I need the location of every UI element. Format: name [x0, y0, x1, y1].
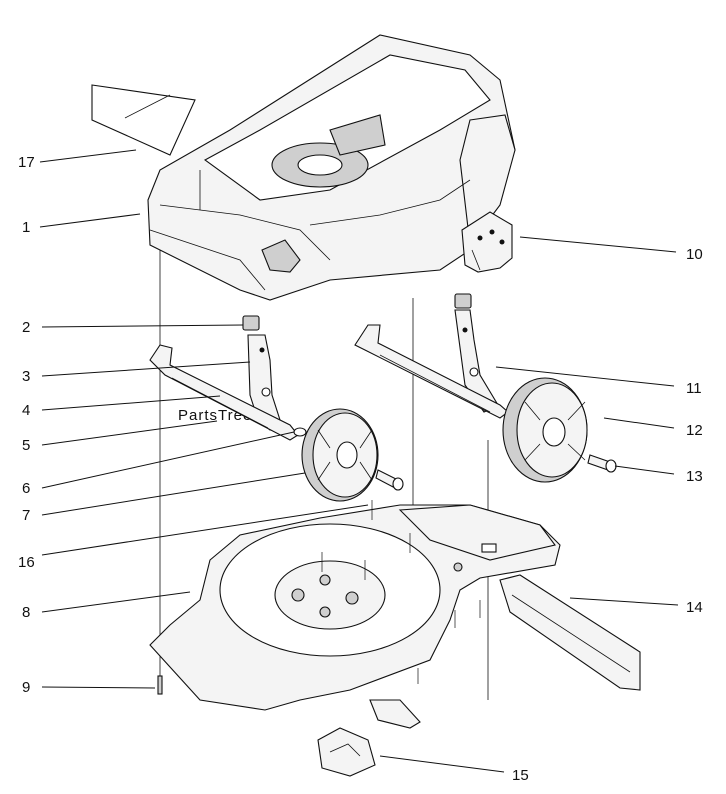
upper-housing-part: [147, 34, 516, 301]
adjust-knob-left: [242, 315, 260, 331]
callout-3: 3: [22, 368, 30, 385]
discharge-chute-part: [317, 699, 421, 777]
callout-16: 16: [18, 554, 35, 571]
callout-8: 8: [22, 604, 30, 621]
left-axle-part: [149, 344, 299, 441]
right-wheel-part: [502, 377, 588, 483]
callout-2: 2: [22, 319, 30, 336]
callout-4: 4: [22, 402, 30, 419]
right-wheel-bolt-part: [587, 454, 617, 473]
callout-9: 9: [22, 679, 30, 696]
deck-bolt-part: [157, 675, 163, 695]
baffle-part: [499, 574, 641, 691]
callout-14: 14: [686, 599, 703, 616]
callout-7: 7: [22, 507, 30, 524]
adjust-knob-right: [454, 293, 472, 309]
decal-part: [91, 84, 196, 156]
callout-1: 1: [22, 219, 30, 236]
callout-17: 17: [18, 154, 35, 171]
callout-10: 10: [686, 246, 703, 263]
leader-lines: [39, 149, 679, 773]
mower-deck-part: [149, 504, 561, 711]
callout-6: 6: [22, 480, 30, 497]
left-wheel-part: [301, 408, 379, 502]
height-plate-part: [461, 211, 513, 273]
callout-15: 15: [512, 767, 529, 784]
callout-11: 11: [686, 380, 702, 397]
callout-5: 5: [22, 437, 30, 454]
watermark: PartsTree: [178, 407, 252, 424]
right-axle-part: [354, 324, 509, 419]
washer-part: [293, 427, 307, 437]
callout-12: 12: [686, 422, 703, 439]
left-wheel-bolt-part: [375, 469, 404, 491]
callout-13: 13: [686, 468, 703, 485]
screw-parts: [321, 500, 481, 684]
